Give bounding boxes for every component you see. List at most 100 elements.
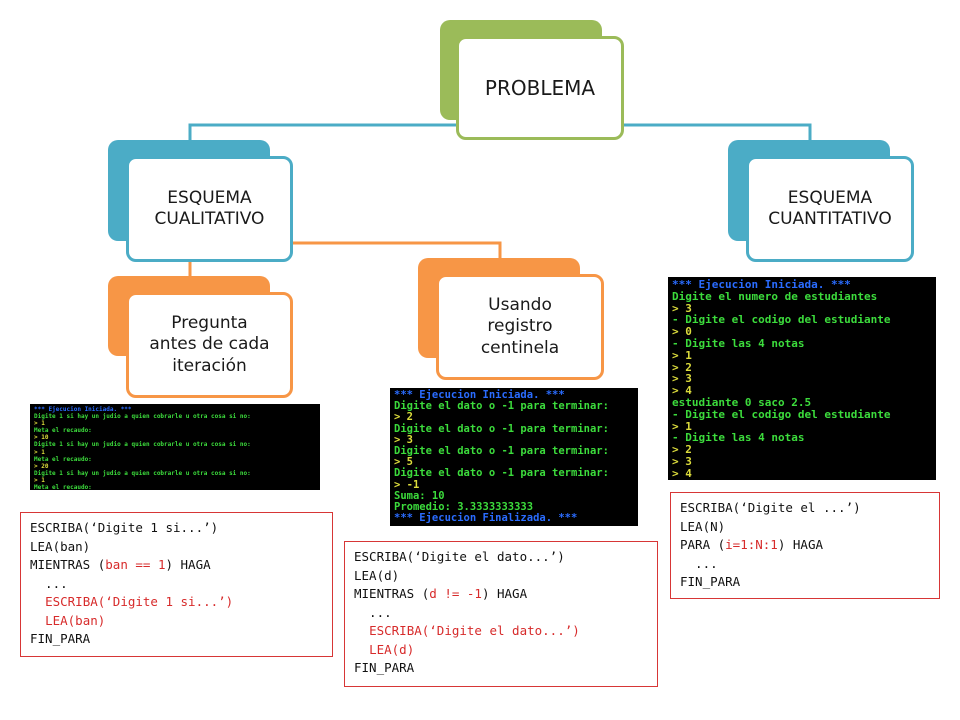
code-text: ESCRIBA(‘Digite el dato...’) [354, 549, 565, 564]
console-line: - Digite las 4 notas [672, 336, 805, 350]
console-line: Meta el recaudo: [34, 484, 92, 490]
code-text: PARA ( [680, 537, 726, 552]
pseudocode-centinela: ESCRIBA(‘Digite el dato...’)LEA(d)MIENTR… [344, 541, 658, 687]
code-text: ) HAGA [481, 586, 528, 601]
code-highlight: ban == 1 [105, 557, 166, 572]
code-line: PARA (i=1:N:1) HAGA [680, 536, 930, 555]
code-text: ESCRIBA(‘Digite 1 si...’) [30, 520, 219, 535]
console-line: > 20 [34, 462, 49, 470]
code-text: ) HAGA [777, 537, 823, 552]
code-text: FIN_PARA [30, 631, 91, 646]
code-line: FIN_PARA [354, 659, 648, 678]
console-line: Digite el dato o -1 para terminar: [394, 467, 609, 480]
code-text: MIENTRAS ( [354, 586, 430, 601]
console-line: > 1 [34, 448, 45, 456]
code-line: ESCRIBA(‘Digite 1 si...’) [30, 519, 323, 538]
console-line: > 0 [672, 325, 692, 339]
console-line: > 3 [672, 301, 692, 315]
connector-cualitativo-children [188, 241, 502, 276]
node-problema-label: PROBLEMA [484, 75, 596, 100]
code-line: LEA(ban) [30, 538, 323, 557]
node-pregunta-antes: Pregunta antes de cada iteración [108, 276, 293, 400]
code-text: ... [30, 575, 68, 591]
node-cuantitativo-label: ESQUEMA CUANTITATIVO [768, 187, 892, 229]
code-highlight: i=1:N:1 [725, 537, 778, 552]
console-line: - Digite las 4 notas [672, 431, 805, 445]
node-esquema-cualitativo: ESQUEMA CUALITATIVO [108, 140, 293, 264]
code-line: MIENTRAS (ban == 1) HAGA [30, 556, 323, 575]
console-line: Meta el recaudo: [34, 455, 92, 463]
code-line: ... [354, 604, 648, 623]
console-line: > 5 [394, 456, 413, 469]
console-line: *** Ejecucion Iniciada. *** [672, 278, 851, 291]
code-line: LEA(d) [354, 567, 648, 586]
code-text: LEA(N) [680, 518, 726, 534]
code-line: ... [680, 555, 930, 574]
console-line: > 2 [672, 360, 692, 374]
code-line: ... [30, 575, 323, 594]
console-line: *** Ejecucion Iniciada. *** [34, 406, 132, 413]
code-text: ... [680, 555, 718, 571]
console-line: Promedio: 3.3333333333 [394, 501, 534, 514]
console-line: > 1 [34, 476, 45, 484]
console-line: > 3 [394, 433, 413, 446]
console-line: Digite el numero de estudiantes [672, 289, 878, 303]
code-line: ESCRIBA(‘Digite el ...’) [680, 499, 930, 518]
code-line: ESCRIBA(‘Digite el dato...’) [354, 622, 648, 641]
console-output-pregunta: *** Ejecucion Iniciada. ***Digite 1 si h… [30, 404, 320, 490]
code-highlight: d != -1 [429, 586, 482, 601]
code-text [30, 594, 45, 609]
code-text [354, 642, 369, 657]
code-line: LEA(d) [354, 641, 648, 660]
console-line: > 2 [672, 443, 692, 457]
console-line: Digite el dato o -1 para terminar: [394, 400, 609, 413]
code-line: ESCRIBA(‘Digite el dato...’) [354, 548, 648, 567]
console-line: *** Ejecucion Iniciada. *** [394, 389, 565, 401]
code-line: FIN_PARA [680, 573, 930, 592]
code-highlight: LEA(ban) [45, 612, 106, 628]
code-highlight: ESCRIBA(‘Digite 1 si...’) [45, 594, 234, 609]
console-line: estudiante 0 saco 2.5 [672, 395, 812, 409]
console-line: > 3 [672, 454, 692, 468]
console-line: Digite el dato o -1 para terminar: [394, 422, 609, 435]
code-text [354, 623, 369, 638]
console-line: > 1 [672, 419, 692, 433]
console-line: Meta el recaudo: [34, 427, 92, 435]
pseudocode-cuantitativo: ESCRIBA(‘Digite el ...’) LEA(N) PARA (i=1:… [670, 492, 940, 599]
console-line: - Digite el codigo del estudiante [672, 407, 891, 421]
console-line: > -1 [394, 478, 420, 491]
code-text: FIN_PARA [354, 660, 415, 675]
code-text [30, 613, 45, 628]
code-line: ESCRIBA(‘Digite 1 si...’) [30, 593, 323, 612]
console-line: > 1 [672, 348, 692, 362]
node-cualitativo-label: ESQUEMA CUALITATIVO [154, 187, 265, 229]
console-line: Suma: 10 [394, 489, 445, 502]
console-line: > 2 [394, 411, 413, 424]
code-text: ESCRIBA(‘Digite el ...’) [680, 500, 861, 515]
node-usando-centinela: Usando registro centinela [418, 258, 604, 382]
node-pregunta-label: Pregunta antes de cada iteración [149, 313, 270, 376]
code-highlight: LEA(d) [369, 641, 415, 657]
console-line: Digite 1 si hay un judio a quien cobrarl… [34, 469, 251, 477]
console-line: Digite 1 si hay un judio a quien cobrarl… [34, 413, 251, 421]
console-line: > 4 [672, 466, 692, 480]
code-text: MIENTRAS ( [30, 557, 106, 572]
console-output-centinela: *** Ejecucion Iniciada. ***Digite el dat… [390, 388, 638, 526]
node-esquema-cuantitativo: ESQUEMA CUANTITATIVO [728, 140, 914, 264]
console-line: *** Ejecucion Finalizada. *** [394, 512, 578, 525]
code-text: FIN_PARA [680, 574, 741, 589]
node-problema: PROBLEMA [440, 20, 624, 140]
pseudocode-pregunta: ESCRIBA(‘Digite 1 si...’) LEA(ban) MIENTRA… [20, 512, 333, 657]
console-line: > 4 [672, 384, 692, 398]
code-line: LEA(ban) [30, 612, 323, 631]
console-line: - Digite el codigo del estudiante [672, 313, 891, 327]
code-text: ... [354, 604, 392, 620]
console-line: > 10 [34, 434, 49, 442]
code-text: LEA(ban) [30, 538, 91, 554]
console-output-cuantitativo: *** Ejecucion Iniciada. ***Digite el num… [668, 277, 936, 480]
node-centinela-label: Usando registro centinela [480, 295, 560, 358]
code-text: LEA(d) [354, 567, 400, 583]
code-text: ) HAGA [165, 557, 211, 572]
console-line: > 1 [34, 420, 45, 428]
code-line: MIENTRAS (d != -1) HAGA [354, 585, 648, 604]
